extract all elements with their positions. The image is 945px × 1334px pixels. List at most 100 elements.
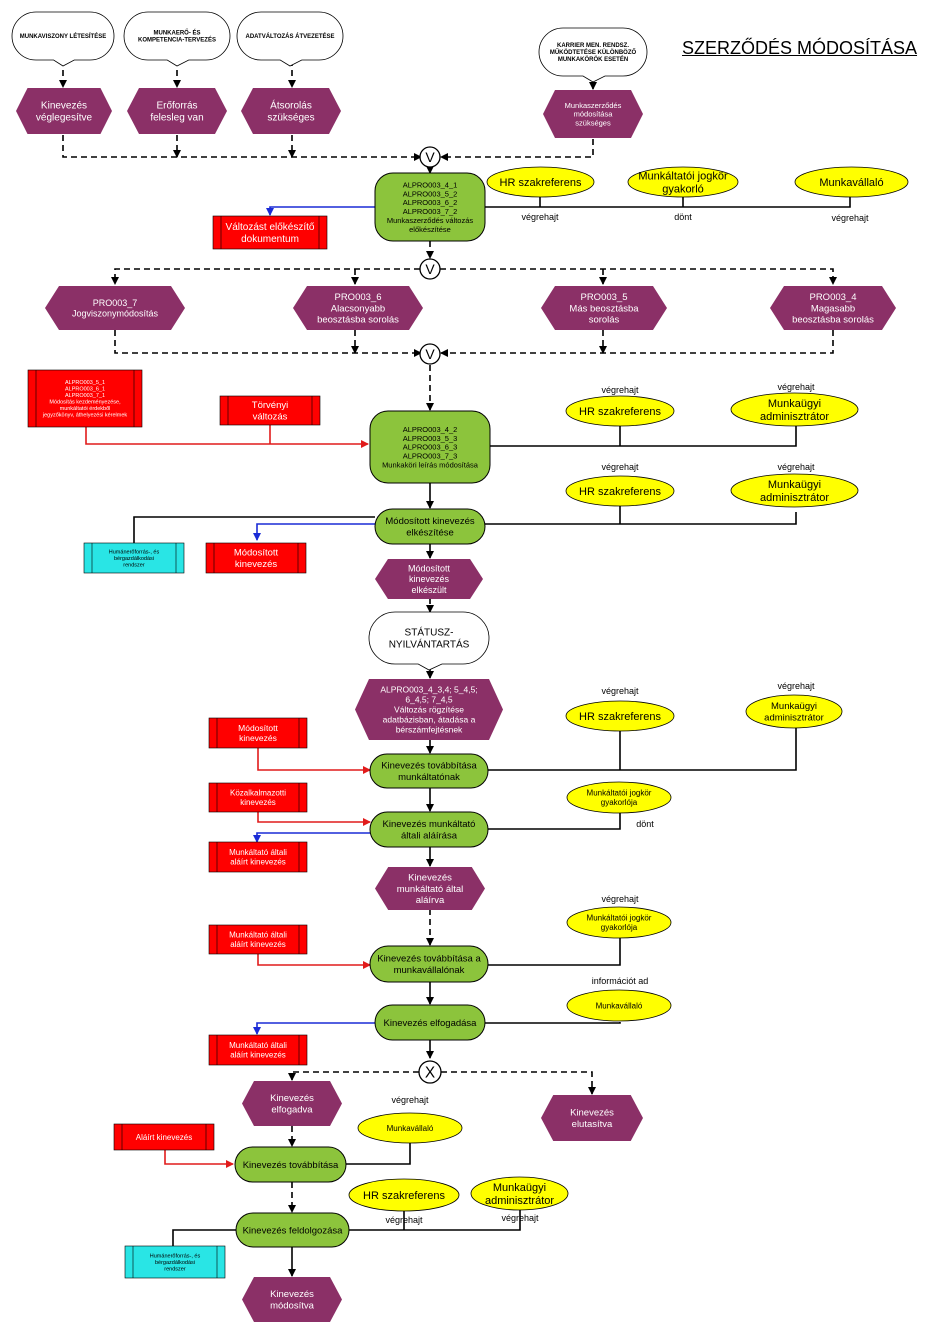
node-text: V: [425, 149, 435, 165]
connector-x2: V: [419, 258, 441, 280]
function-shape: [369, 753, 489, 789]
node-text-line: adminisztrátor: [760, 411, 829, 423]
node-text-line: adminisztrátor: [764, 712, 824, 723]
start-s4: KARRIER MEN. RENDSZ.MŰKÖDTETÉSE KÜLÖNBÖZ…: [538, 27, 648, 83]
org-o13: Munkavállaló: [357, 1112, 463, 1144]
control-line: [485, 196, 851, 208]
connector-circle: [418, 1060, 442, 1084]
node-text: MUNKAVISZONY LÉTESÍTÉSE: [20, 32, 106, 40]
control-line: [490, 425, 797, 447]
node-text-line: Kinevezés: [41, 101, 87, 112]
node-text-line: kinevezés: [239, 733, 277, 743]
control-line: [349, 1210, 521, 1231]
node-text-line: Kinevezés továbbítása: [381, 761, 477, 772]
function-f8: Kinevezés továbbítása: [234, 1146, 347, 1183]
node-text-line: beosztásba sorolás: [317, 315, 399, 326]
node-text-line: kinevezés: [240, 798, 276, 807]
node-text-line: V: [425, 149, 435, 165]
node-text-line: Munkavállaló: [819, 177, 883, 189]
node-text-line: Kinevezés továbbítása a: [377, 954, 481, 965]
node-text-line: PRO003_6: [334, 292, 381, 303]
node-text-line: végrehajt: [777, 462, 815, 472]
event-shape: [375, 867, 485, 910]
node-text-line: végrehajt: [521, 212, 559, 222]
node-text-line: szükséges: [575, 119, 611, 128]
node-text: ADATVÁLTOZÁS ÁTVEZETÉSE: [245, 32, 334, 40]
event-shape: [242, 1081, 342, 1126]
node-text-line: Munkaügyi: [768, 398, 821, 410]
node-text-line: aláírt kinevezés: [230, 858, 286, 867]
control-line: [484, 1022, 621, 1024]
node-text-line: Erőforrás: [156, 101, 197, 112]
node-text-line: dönt: [674, 212, 692, 222]
flow-line: [114, 330, 422, 357]
node-text-line: dokumentum: [241, 234, 299, 245]
org-shape: [745, 694, 843, 729]
node-text-line: Munkavállaló: [387, 1124, 434, 1133]
label-l5: végrehajt: [777, 382, 815, 392]
connection-lines: [59, 60, 851, 1277]
node-text-line: adminisztrátor: [485, 1195, 554, 1207]
node-text-line: Kinevezés: [270, 1289, 314, 1300]
org-o1: HR szakreferens: [486, 166, 595, 198]
event-shape: [541, 1095, 643, 1141]
label-l8: végrehajt: [601, 686, 639, 696]
node-text-line: PRO003_5: [580, 292, 627, 303]
function-shape: [374, 508, 486, 545]
node-text-line: ALPRO003_4_1: [403, 181, 458, 190]
system-line: [133, 516, 375, 543]
node-text: végrehajt: [777, 462, 815, 472]
node-text-line: Változást előkészítő: [226, 222, 315, 233]
connector-circle: [419, 146, 441, 168]
node-text-line: X: [425, 1064, 435, 1081]
node-text: végrehajt: [385, 1215, 423, 1225]
doc-shape: [208, 1034, 308, 1066]
node-text-line: elkészítése: [406, 527, 454, 538]
org-shape: [348, 1178, 460, 1212]
node-text: V: [425, 261, 435, 277]
node-text-line: HR szakreferens: [579, 406, 661, 418]
flow-line: [440, 330, 834, 357]
node-text-line: ALPRO003_6_1: [65, 387, 105, 393]
node-text-line: Munkaköri leírás módosítása: [382, 460, 479, 469]
node-text-line: Jogviszonymódosítás: [72, 309, 159, 319]
doc-shape: [205, 542, 307, 574]
page-title: SZERZŐDÉS MÓDOSÍTÁSA: [682, 38, 918, 58]
node-text-line: Kinevezés: [570, 1108, 614, 1119]
event-shape: [127, 88, 227, 134]
node-text-line: Munkáltatói jogkör: [587, 789, 652, 798]
label-l13: végrehajt: [391, 1095, 429, 1105]
label-l14: végrehajt: [385, 1215, 423, 1225]
start-shape: [123, 11, 231, 67]
node-text-line: végrehajt: [777, 382, 815, 392]
start-s5: STÁTUSZ-NYILVÁNTARTÁS: [368, 611, 490, 671]
node-text-line: Kinevezés feldolgozása: [243, 1225, 344, 1236]
event-shape: [541, 286, 667, 330]
